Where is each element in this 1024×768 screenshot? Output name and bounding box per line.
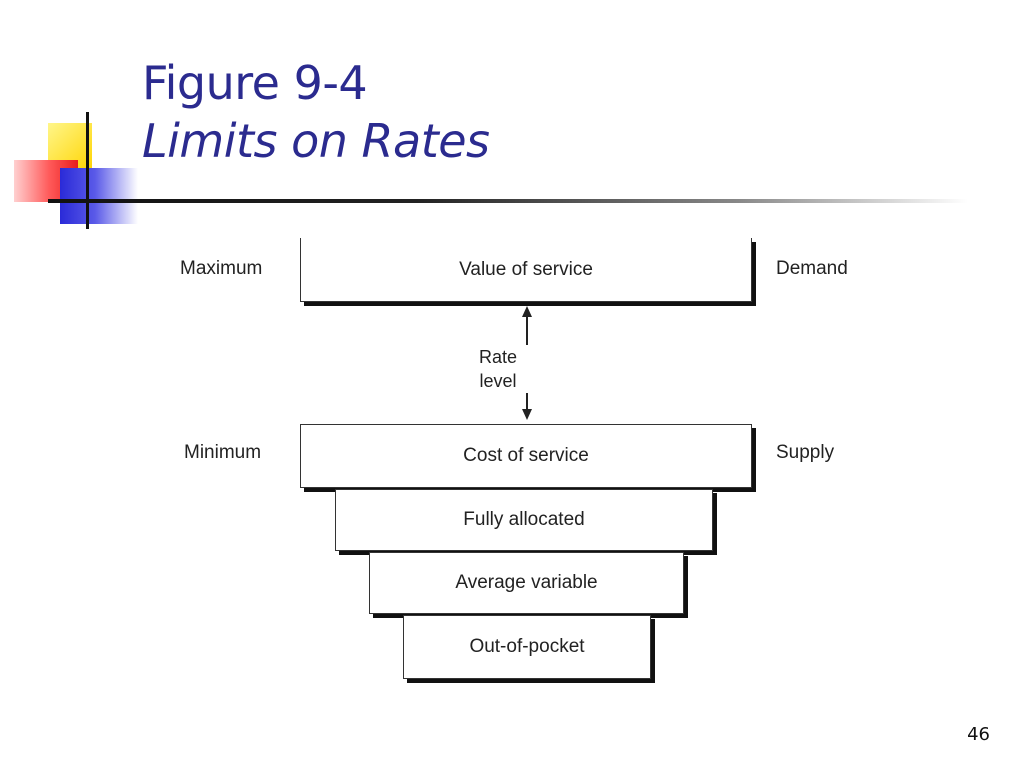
- cost-of-service-box: Cost of service: [300, 424, 752, 488]
- rate-label-line2: level: [479, 371, 517, 391]
- title-subtitle: Limits on Rates: [142, 114, 490, 168]
- value-of-service-box: Value of service: [300, 238, 752, 302]
- title-figure-number: Figure 9-4: [142, 56, 368, 110]
- blue-square-decoration: [60, 168, 138, 224]
- title-underline: [48, 199, 968, 203]
- supply-label: Supply: [776, 442, 835, 463]
- maximum-label: Maximum: [180, 258, 263, 279]
- vertical-rule-decoration: [86, 112, 89, 229]
- page-number: 46: [967, 724, 990, 745]
- minimum-label: Minimum: [184, 442, 262, 463]
- fully-allocated-box: Fully allocated: [335, 489, 713, 551]
- slide-title: Figure 9-4 Limits on Rates: [142, 54, 490, 170]
- rate-level-label: Rate level: [468, 345, 528, 393]
- rate-label-line1: Rate: [478, 347, 518, 367]
- demand-label: Demand: [776, 258, 848, 279]
- out-of-pocket-box: Out-of-pocket: [403, 615, 651, 679]
- average-variable-box: Average variable: [369, 552, 684, 614]
